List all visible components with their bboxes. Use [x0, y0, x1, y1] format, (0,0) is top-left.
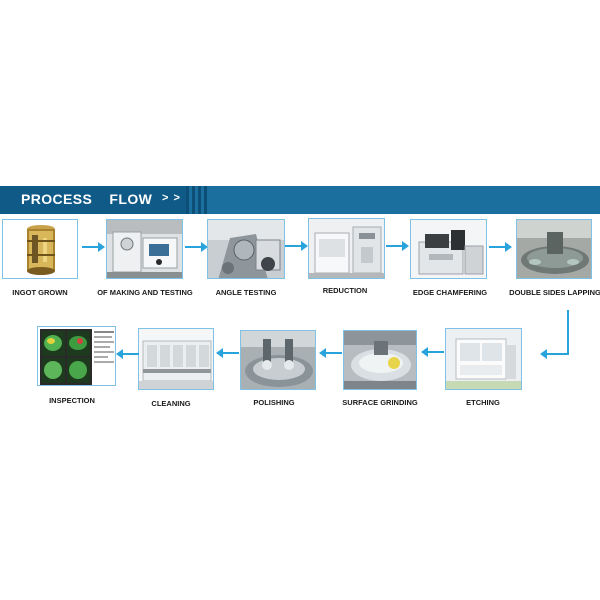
banner-title: PROCESS FLOW [21, 191, 152, 207]
step-image-surface-grinding [343, 330, 417, 390]
step-image-reduction [308, 218, 385, 279]
step-label-double-sides-lapping: DOUBLE SIDES LAPPING [500, 288, 600, 297]
step-label-ingot-grown: INGOT GROWN [0, 288, 95, 297]
testing-machine-icon [107, 220, 183, 279]
cleaning-line-icon [139, 329, 214, 390]
step-label-reduction: REDUCTION [290, 286, 400, 295]
angle-tester-icon [208, 220, 285, 279]
step-image-inspection [37, 326, 116, 386]
lapping-machine-icon [517, 220, 592, 279]
step-image-double-sides-lapping [516, 219, 592, 279]
arrow-right-3 [285, 240, 309, 252]
arrow-right-5 [489, 241, 513, 253]
chamfering-machine-icon [411, 220, 487, 279]
banner-stripes [186, 186, 210, 214]
arrow-right-1 [82, 241, 106, 253]
step-image-etching [445, 328, 522, 390]
arrow-left-3 [215, 347, 239, 359]
step-label-polishing: POLISHING [219, 398, 329, 407]
process-flow-banner: PROCESS FLOW > > [0, 186, 600, 214]
ingot-icon [3, 220, 78, 279]
arrow-left-4 [115, 348, 139, 360]
step-label-edge-chamfering: EDGE CHAMFERING [395, 288, 505, 297]
step-image-making-testing [106, 219, 183, 279]
polishing-machine-icon [241, 331, 316, 390]
inspection-screen-icon [38, 327, 116, 386]
step-image-polishing [240, 330, 316, 390]
reduction-machine-icon [309, 219, 385, 279]
etching-station-icon [446, 329, 522, 390]
step-image-ingot-grown [2, 219, 78, 279]
step-image-edge-chamfering [410, 219, 487, 279]
arrow-right-2 [185, 241, 209, 253]
step-label-making-testing: OF MAKING AND TESTING [90, 288, 200, 297]
arrow-elbow-down-left [538, 310, 574, 362]
step-image-angle-testing [207, 219, 285, 279]
step-label-surface-grinding: SURFACE GRINDING [325, 398, 435, 407]
arrow-right-4 [386, 240, 410, 252]
step-label-inspection: INSPECTION [17, 396, 127, 405]
arrow-left-1 [420, 346, 444, 358]
step-image-cleaning [138, 328, 214, 390]
banner-chevrons: > > [162, 192, 181, 204]
arrow-left-2 [318, 347, 342, 359]
step-label-cleaning: CLEANING [116, 399, 226, 408]
grinding-machine-icon [344, 331, 417, 390]
step-label-etching: ETCHING [428, 398, 538, 407]
step-label-angle-testing: ANGLE TESTING [191, 288, 301, 297]
